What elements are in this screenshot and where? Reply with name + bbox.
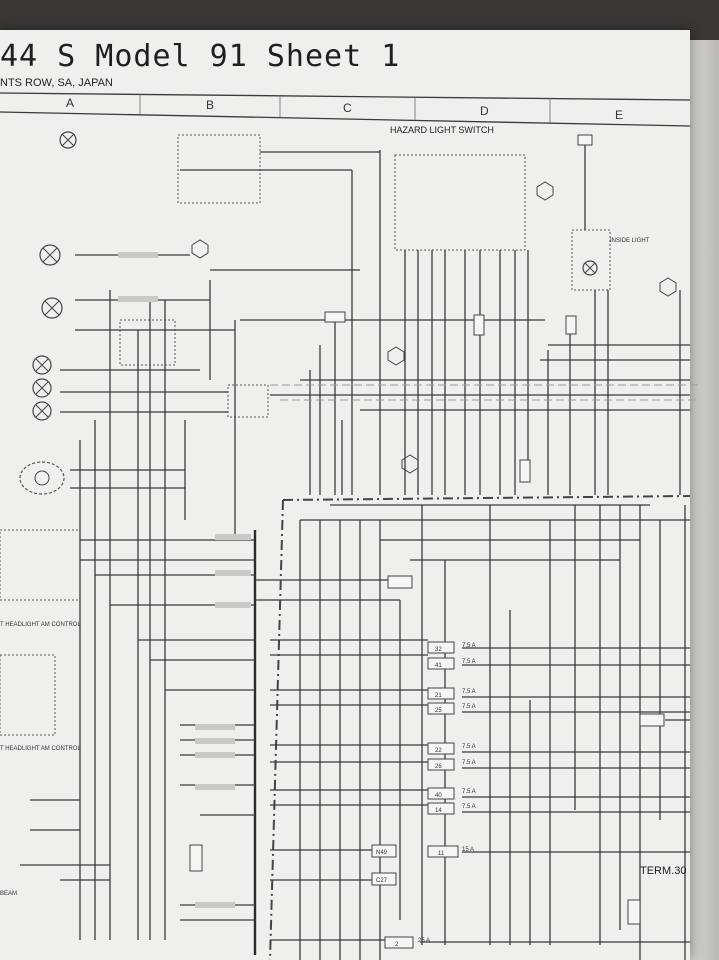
svg-text:7.5 A: 7.5 A <box>462 689 476 695</box>
column-d-label: D <box>480 104 489 118</box>
svg-text:N49: N49 <box>376 850 388 856</box>
inside-light-lamp-icon <box>582 260 598 276</box>
connector-tag <box>324 311 346 323</box>
column-b-label: B <box>206 98 214 112</box>
column-e-label: E <box>615 108 623 122</box>
fuse-block: 32 7.5 A 41 7.5 A 21 7.5 A 25 7.5 A 22 <box>384 641 476 949</box>
lamp-symbol-icon <box>32 378 52 398</box>
vertical-wires <box>79 140 681 940</box>
column-header: A B C D E <box>0 92 691 127</box>
hazard-switch-label: HAZARD LIGHT SWITCH <box>390 125 494 135</box>
sheet-title: 44 S Model 91 Sheet 1 <box>0 39 400 74</box>
fuse: 25 7.5 A <box>427 702 476 715</box>
fuse: 26 7.5 A <box>427 758 476 771</box>
connector-tag <box>565 315 577 335</box>
fuse: 22 7.5 A <box>427 742 476 755</box>
fuse: 40 7.5 A <box>427 787 476 800</box>
hazard-switch-box <box>394 154 526 251</box>
lamp-symbol-icon <box>39 244 61 266</box>
relay-box <box>227 384 269 418</box>
svg-text:15 A: 15 A <box>462 847 474 853</box>
connector-tag <box>473 314 485 336</box>
right-lower-wires <box>255 505 690 960</box>
fuse: 32 7.5 A <box>427 641 476 654</box>
fuse: 41 7.5 A <box>427 657 476 670</box>
headlight-control-label-1: T HEADLIGHT AM CONTROL <box>0 622 81 628</box>
lamp-symbol-icon <box>59 131 77 149</box>
connector-tag <box>189 844 203 872</box>
fuse: 21 7.5 A <box>427 687 476 700</box>
svg-text:32: 32 <box>435 647 442 653</box>
svg-text:C27: C27 <box>376 878 388 884</box>
control-unit-box <box>119 319 176 366</box>
svg-text:7.5 A: 7.5 A <box>462 804 476 810</box>
svg-text:14: 14 <box>435 808 442 814</box>
connector-tag <box>627 899 641 925</box>
column-a-label: A <box>66 96 74 110</box>
svg-text:7.5 A: 7.5 A <box>462 760 476 766</box>
fuse: 2 25 A <box>384 936 430 949</box>
headlight-range-control-box <box>0 654 56 736</box>
svg-text:7.5 A: 7.5 A <box>462 659 476 665</box>
ground-hexagon-icon <box>387 346 405 366</box>
fuse: 11 15 A <box>427 845 474 858</box>
ground-hexagon-icon <box>659 277 677 297</box>
lamp-symbol-icon <box>32 355 52 375</box>
connector-tag <box>639 713 665 727</box>
term30-label: TERM.30 <box>640 865 686 877</box>
svg-text:25: 25 <box>435 708 442 714</box>
ground-hexagon-icon <box>191 239 209 259</box>
inside-light-box <box>571 229 611 291</box>
svg-text:25 A: 25 A <box>418 938 430 944</box>
harness-boundary-line <box>269 499 284 960</box>
connector-tag <box>387 575 413 589</box>
fuse: 14 7.5 A <box>427 802 476 815</box>
svg-text:21: 21 <box>435 693 442 699</box>
terminal-n49: N49 <box>371 844 397 858</box>
inside-light-label: INSIDE LIGHT <box>610 238 650 244</box>
svg-text:7.5 A: 7.5 A <box>462 704 476 710</box>
terminal-c27: C27 <box>371 872 397 886</box>
headlight-range-control-box <box>0 529 81 601</box>
lamp-group-left <box>19 131 77 495</box>
beam-label: BEAM <box>0 891 17 897</box>
column-c-label: C <box>343 101 352 115</box>
svg-text:22: 22 <box>435 748 442 754</box>
headlight-control-label-2: T HEADLIGHT AM CONTROL <box>0 746 81 752</box>
svg-text:7.5 A: 7.5 A <box>462 643 476 649</box>
connector-tag <box>519 459 531 483</box>
sheet-stack-edge <box>686 40 719 960</box>
lamp-symbol-icon <box>32 401 52 421</box>
ground-hexagon-icon <box>536 181 554 201</box>
lamp-symbol-icon <box>41 297 63 319</box>
svg-text:2: 2 <box>395 942 399 948</box>
svg-text:40: 40 <box>435 793 442 799</box>
sheet-subtitle: NTS ROW, SA, JAPAN <box>0 77 113 89</box>
connector-tag <box>577 134 593 146</box>
headlight-symbol-icon <box>19 461 65 495</box>
wire-labels <box>118 252 251 908</box>
headlight-adjust-unit-box <box>177 134 261 204</box>
svg-text:7.5 A: 7.5 A <box>462 744 476 750</box>
horizontal-wires <box>60 151 700 561</box>
svg-text:11: 11 <box>438 851 445 857</box>
svg-text:26: 26 <box>435 764 442 770</box>
svg-text:41: 41 <box>435 663 442 669</box>
svg-text:7.5 A: 7.5 A <box>462 789 476 795</box>
harness-boundary-line <box>282 495 691 501</box>
